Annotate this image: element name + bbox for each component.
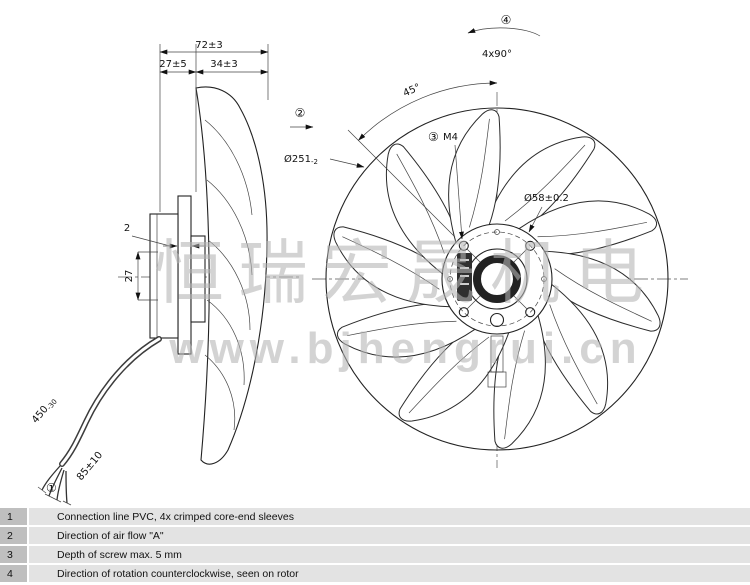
blade-contour [504, 144, 586, 222]
wire-lead [65, 470, 68, 504]
rotation-direction-arrow [467, 27, 541, 37]
wire-lead [56, 469, 65, 501]
connection-cable-core [60, 337, 161, 466]
hub-spoke [466, 248, 482, 264]
table-row: 3 Depth of screw max. 5 mm [0, 546, 750, 563]
row-number: 2 [0, 527, 27, 544]
blade-contour [342, 236, 440, 290]
blade-contour [346, 320, 457, 337]
blade-contour [396, 153, 445, 254]
wire-lead [48, 467, 63, 497]
impeller-profile [195, 86, 268, 465]
blade-edge-line [204, 354, 236, 431]
center-bore [473, 255, 521, 303]
hub-spoke [512, 294, 528, 310]
mounting-flange [177, 195, 192, 355]
vent-hole [447, 276, 453, 282]
core-end-sleeve [37, 486, 47, 494]
impeller-blades [333, 109, 661, 449]
dim-hub-depth: 27 [124, 270, 135, 283]
screw-size-label: M4 [443, 132, 458, 143]
dim-right-depth: 34±3 [210, 59, 237, 70]
leader-outer-diameter [329, 158, 365, 168]
row-number: 3 [0, 546, 27, 563]
table-row: 4 Direction of rotation counterclockwise… [0, 565, 750, 582]
dim-left-depth: 27±5 [159, 59, 186, 70]
nameplate-text-line [460, 267, 469, 269]
screw-hole [525, 240, 536, 251]
front-view: 45° 4x90° ④ ② Ø251-2 Ø58±0.2 ③ M4 [284, 13, 688, 468]
row-number: 1 [0, 508, 27, 525]
dim-cable-length: 450-30 [30, 395, 59, 426]
callout-4-rotation: ④ [501, 13, 512, 27]
screw-hole [525, 307, 536, 318]
dim-outer-diameter: Ø251-2 [284, 153, 318, 166]
row-number: 4 [0, 565, 27, 582]
blade-contour [408, 336, 490, 414]
notes-table: 1 Connection line PVC, 4x crimped core-e… [0, 508, 750, 584]
connection-cable [59, 336, 162, 467]
cable-stub-end [487, 371, 507, 388]
dim-plate-thickness: 2 [124, 223, 130, 234]
blade-contour [504, 330, 525, 440]
core-end-sleeve [52, 497, 62, 503]
leader-screw [454, 144, 464, 240]
blade-edge-line [204, 119, 253, 216]
angle-arc-45 [358, 80, 498, 141]
blade-contour [537, 221, 648, 238]
dim-angle-45: 45° [402, 82, 423, 99]
motor-housing [149, 213, 179, 339]
blade-edge-line [207, 239, 251, 331]
callout-1-connection: ① [46, 481, 57, 495]
wire-lead [41, 465, 61, 491]
row-description: Direction of rotation counterclockwise, … [29, 565, 750, 582]
table-row: 1 Connection line PVC, 4x crimped core-e… [0, 508, 750, 525]
screw-hole [458, 307, 469, 318]
core-end-sleeve [62, 500, 72, 506]
table-row: 2 Direction of air flow "A" [0, 527, 750, 544]
vent-hole [494, 229, 500, 235]
leader-line [131, 235, 171, 247]
nameplate-text-line [460, 275, 469, 277]
nameplate-text-line [460, 283, 469, 285]
callout-2-airflow: ② [295, 106, 306, 120]
dim-cable-end-length: 85±10 [75, 450, 105, 483]
row-description: Direction of air flow "A" [29, 527, 750, 544]
nameplate-text-line [460, 259, 469, 261]
side-view: 72±3 27±5 34±3 2 27 [30, 40, 300, 506]
hub [441, 223, 553, 388]
blade-contour [549, 304, 598, 405]
fan-drawing-svg: 72±3 27±5 34±3 2 27 [30, 13, 688, 506]
core-end-sleeve [44, 493, 54, 499]
hub-spoke [512, 248, 528, 264]
hub-spoke [466, 294, 482, 310]
rotor-hub-side [190, 235, 206, 323]
vent-hole [541, 276, 547, 282]
row-description: Connection line PVC, 4x crimped core-end… [29, 508, 750, 525]
dim-angle-4x90: 4x90° [482, 49, 512, 60]
row-description: Depth of screw max. 5 mm [29, 546, 750, 563]
dim-total-depth: 72±3 [195, 40, 222, 51]
dim-hub-diameter: Ø58±0.2 [524, 192, 569, 204]
blade-edge-line [206, 179, 253, 276]
screw-hole [458, 240, 469, 251]
blade-contour [554, 268, 652, 322]
callout-3-screw: ③ [428, 130, 439, 144]
angle-reference-line [347, 129, 456, 238]
hub-bottom-hole [489, 312, 505, 328]
blade-edge-line [206, 299, 245, 386]
leader-hub-diameter [528, 206, 543, 233]
